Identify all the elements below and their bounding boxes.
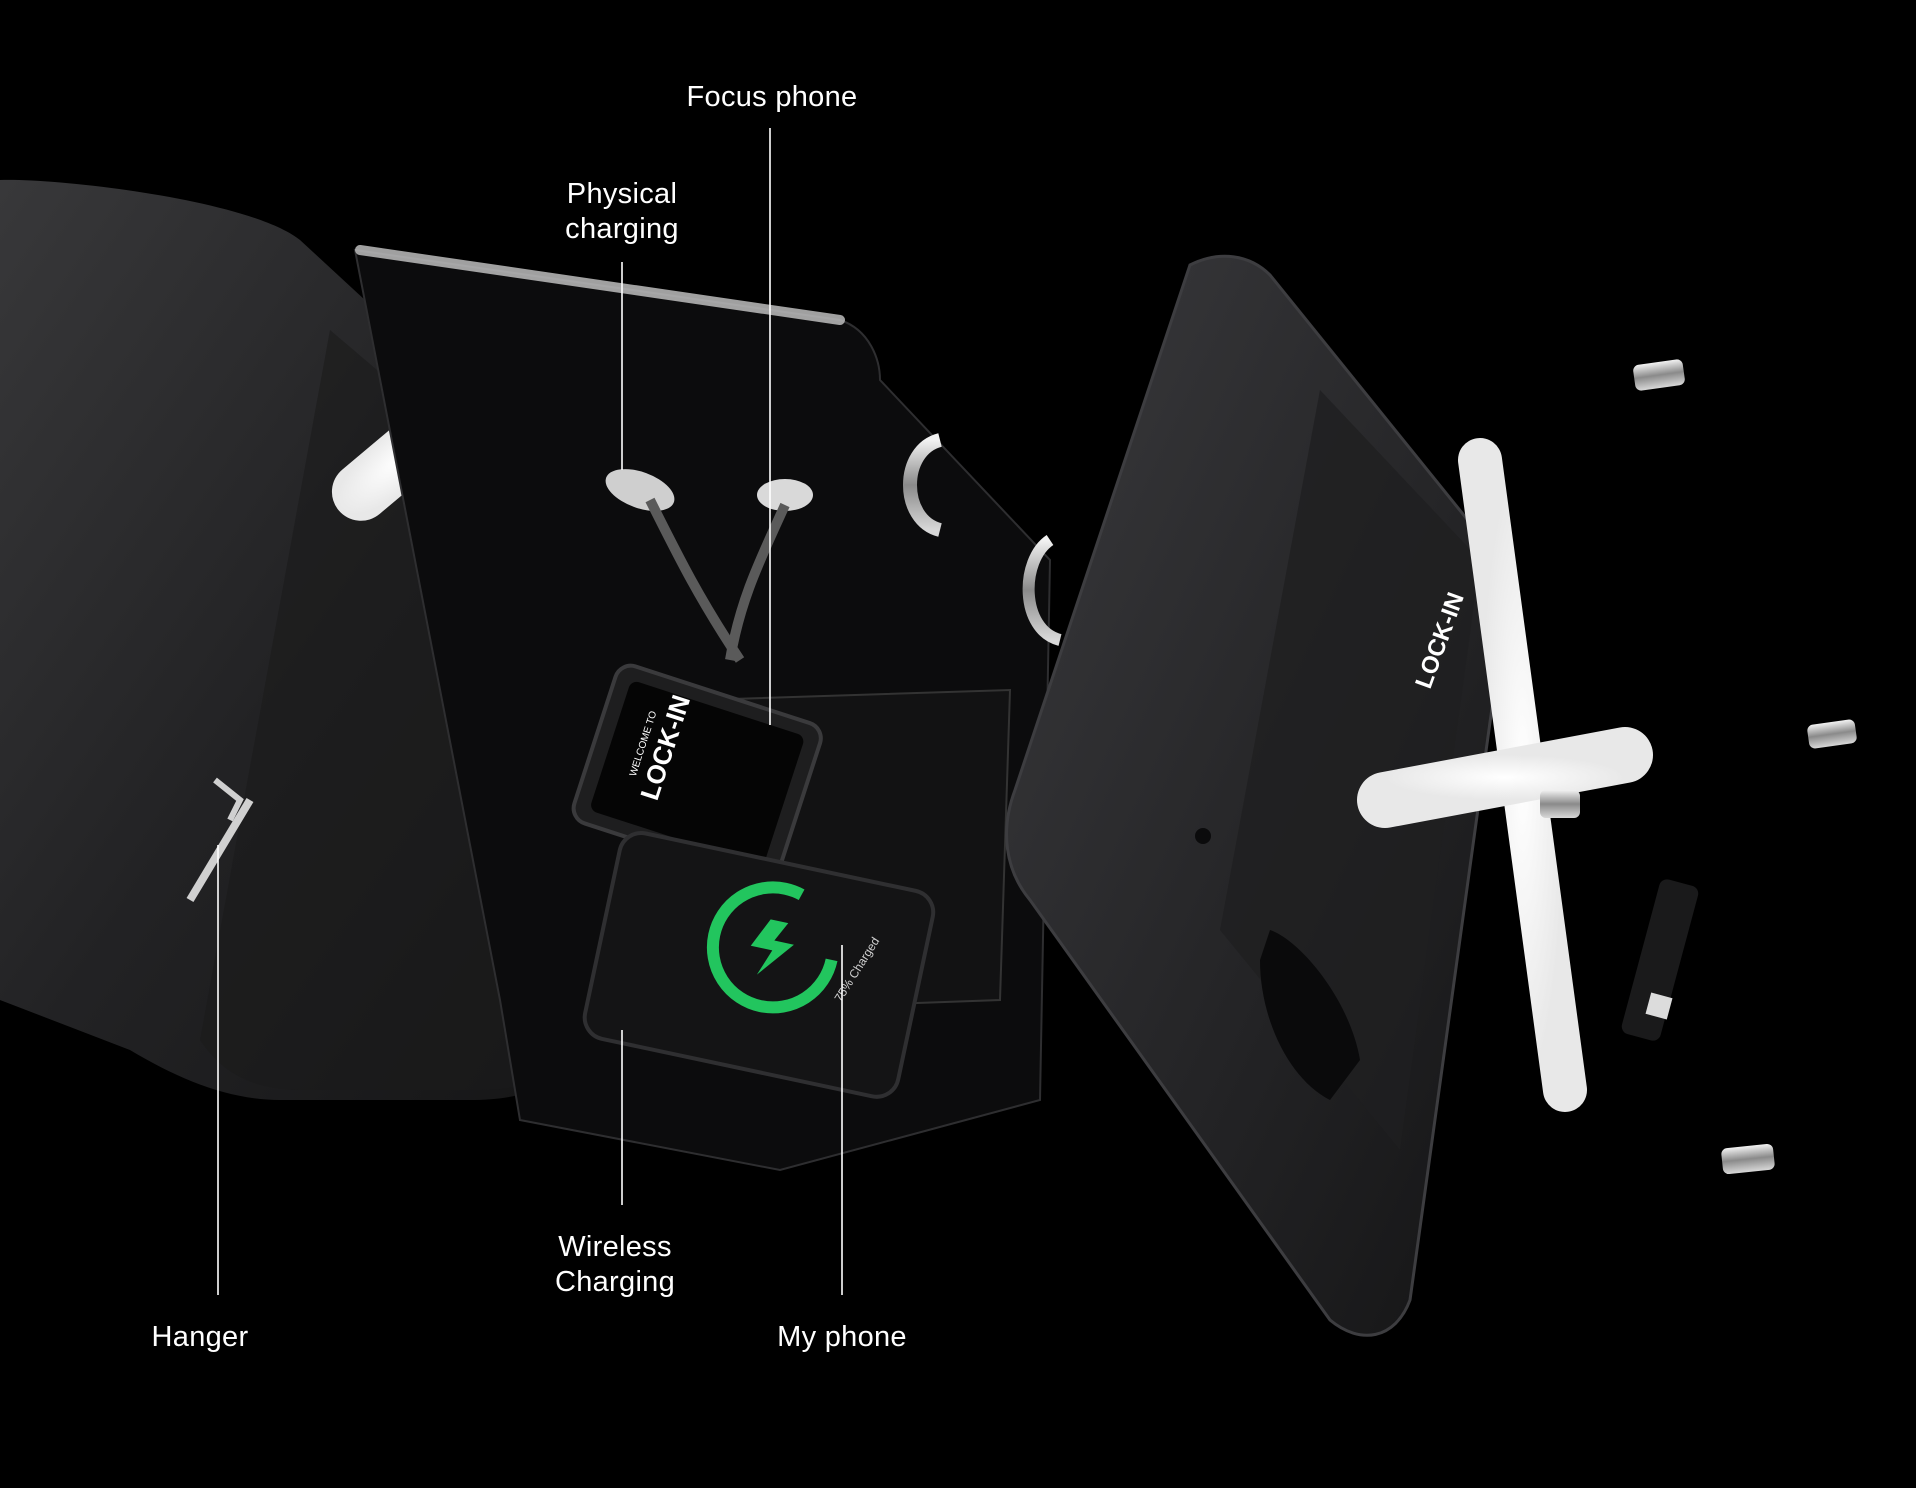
loose-screws [1633, 359, 1857, 1175]
callout-physical-charging-line2: charging [565, 213, 679, 245]
callout-hanger: Hanger [130, 1320, 270, 1355]
callout-wireless-charging: Wireless Charging [535, 1230, 695, 1300]
callout-wireless-charging-line2: Charging [554, 1266, 676, 1298]
callout-my-phone-text: My phone [777, 1321, 907, 1353]
charging-cable [605, 469, 813, 663]
callout-physical-charging-line1: Physical [566, 178, 678, 210]
my-phone: 75% Charged [582, 831, 936, 1099]
id-tag [1621, 879, 1699, 1041]
hanger-clips [186, 433, 1063, 903]
callout-focus-phone-text: Focus phone [686, 81, 858, 113]
charging-ring [706, 881, 839, 1014]
callout-my-phone: My phone [757, 1320, 927, 1355]
callout-wireless-charging-line1: Wireless [558, 1231, 672, 1263]
lid-plate: LOCK-IN [1005, 254, 1515, 1337]
callout-physical-charging: Physical charging [540, 177, 704, 247]
lightning-icon [750, 919, 794, 975]
callout-hanger-text: Hanger [151, 1321, 249, 1353]
callout-focus-phone: Focus phone [677, 80, 867, 115]
glow-cross-light [1357, 438, 1653, 1112]
